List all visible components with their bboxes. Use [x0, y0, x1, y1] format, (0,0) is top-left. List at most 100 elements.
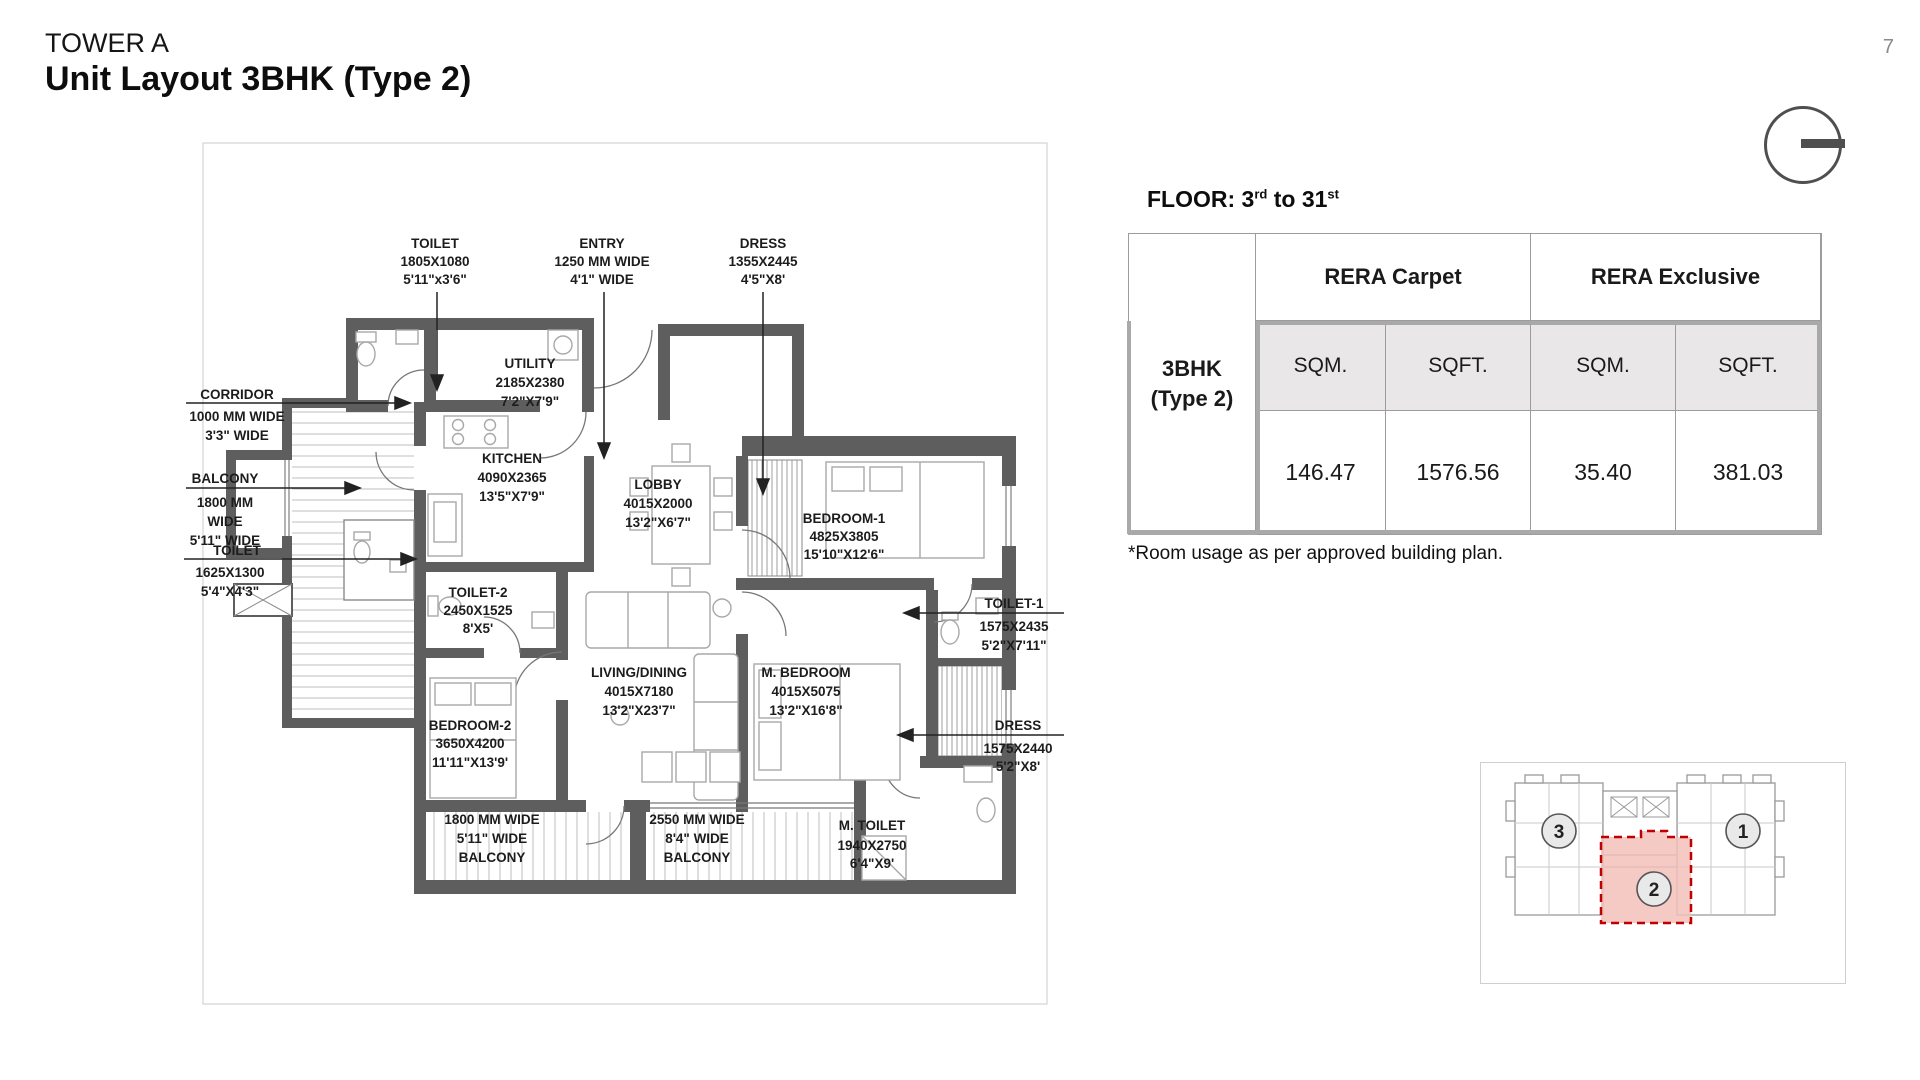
room-label-balcony-bottom-left: 1800 MM WIDE 5'11" WIDE BALCONY — [444, 812, 539, 865]
unit-number: 2 — [1649, 880, 1660, 901]
room-label-living-dining: LIVING/DINING 4015X7180 13'2"X23'7" — [591, 665, 687, 718]
room-name: M. TOILET — [839, 818, 906, 833]
wardrobe-hatch — [747, 459, 1003, 757]
table-subheader-sqm-exclusive: SQM. — [1531, 321, 1676, 411]
room-dim-ft: 13'5"X7'9" — [479, 489, 545, 504]
room-name: BALCONY — [459, 850, 526, 865]
room-label-lobby: LOBBY 4015X2000 13'2"X6'7" — [623, 477, 692, 530]
room-dim-ft: 3'3" WIDE — [205, 428, 269, 443]
service-shaft — [233, 583, 293, 617]
room-label-entry: ENTRY 1250 MM WIDE 4'1" WIDE — [554, 236, 649, 287]
unit-number: 3 — [1554, 822, 1565, 843]
room-label-dress-top: DRESS 1355X2445 4'5"X8' — [728, 236, 798, 287]
room-dim-mm: 1575X2435 — [979, 619, 1049, 634]
page-number: 7 — [1882, 36, 1894, 58]
floor-mid: to 31 — [1267, 186, 1328, 212]
compass-icon — [1764, 106, 1845, 184]
floor-sup-rd: rd — [1254, 186, 1268, 202]
room-dim-ft: 11'11"X13'9' — [432, 755, 508, 770]
footnote: *Room usage as per approved building pla… — [1128, 543, 1503, 564]
room-dim-ft: 8'4" WIDE — [665, 831, 729, 846]
room-label-toilet-1: TOILET-1 1575X2435 5'2"X7'11" — [979, 596, 1049, 653]
room-dim-mm: 4015X7180 — [604, 684, 673, 699]
table-header-rera-exclusive: RERA Exclusive — [1531, 234, 1821, 321]
room-dim-mm: 2450X1525 — [443, 603, 513, 618]
key-plan-drawing: 3 1 2 — [1505, 774, 1785, 925]
room-dim-mm: 2185X2380 — [495, 375, 564, 390]
floor-plan: TOILET 1805X1080 5'11"x3'6" ENTRY 1250 M… — [184, 142, 1064, 1005]
table-subheader-sqft-carpet: SQFT. — [1386, 321, 1531, 411]
room-dim-ft: 4'1" WIDE — [570, 272, 634, 287]
room-dim-mm: 1355X2445 — [728, 254, 798, 269]
room-dim-ft: 5'11" WIDE — [190, 533, 260, 548]
room-dim-ft: 7'2"X7'9" — [501, 394, 559, 409]
room-label-utility: UTILITY 2185X2380 7'2"X7'9" — [495, 356, 564, 409]
room-dim-ft: 5'4"X4'3" — [201, 584, 259, 599]
room-dim-ft: 13'2"X6'7" — [625, 515, 691, 530]
room-dim-ft: 5'11"x3'6" — [403, 272, 467, 287]
room-label-toilet-top: TOILET 1805X1080 5'11"x3'6" — [400, 236, 469, 287]
stair-core — [1610, 796, 1670, 818]
room-dim-mm: 1940X2750 — [837, 838, 906, 853]
room-name: M. BEDROOM — [761, 665, 850, 680]
unit-circle-1: 1 — [1725, 813, 1761, 849]
room-dim-ft: 5'2"X8' — [996, 759, 1040, 774]
table-value-sqft-carpet: 1576.56 — [1386, 411, 1531, 534]
walls — [226, 318, 1016, 894]
room-label-toilet-left: TOILET 1625X1300 5'4"X4'3" — [195, 543, 264, 599]
room-dim-mm: 4825X3805 — [809, 529, 879, 544]
room-dim-mm: 4015X2000 — [623, 496, 692, 511]
room-dim-mm2: WIDE — [207, 514, 242, 529]
room-label-toilet-2: TOILET-2 2450X1525 8'X5' — [443, 585, 513, 636]
room-dim-mm: 3650X4200 — [435, 736, 504, 751]
callout-arrows — [184, 292, 1064, 743]
room-label-kitchen: KITCHEN 4090X2365 13'5"X7'9" — [477, 451, 547, 504]
room-dim-ft: 5'2"X7'11" — [981, 638, 1046, 653]
room-dim-ft: 15'10"X12'6" — [804, 547, 885, 562]
room-name: KITCHEN — [482, 451, 542, 466]
compass-bar — [1801, 139, 1845, 148]
room-name: LIVING/DINING — [591, 665, 687, 680]
room-label-balcony-bottom-right: 2550 MM WIDE 8'4" WIDE BALCONY — [649, 812, 744, 865]
table-header-rera-carpet: RERA Carpet — [1256, 234, 1531, 321]
window-openings — [282, 460, 1016, 744]
unit-circle-3: 3 — [1541, 813, 1577, 849]
room-name: UTILITY — [505, 356, 556, 371]
room-dim-ft: 13'2"X16'8" — [769, 703, 842, 718]
sliding-door — [650, 802, 854, 809]
furniture — [343, 329, 999, 881]
plan-panel-border — [202, 142, 1048, 1005]
floor-range-heading: FLOOR: 3rd to 31st — [1147, 186, 1339, 213]
room-label-bedroom-1: BEDROOM-1 4825X3805 15'10"X12'6" — [803, 511, 886, 562]
room-dim-mm: 1250 MM WIDE — [554, 254, 649, 269]
unit-number: 1 — [1738, 822, 1749, 843]
key-plan: 3 1 2 — [1480, 762, 1846, 984]
table-subheader-sqft-exclusive: SQFT. — [1676, 321, 1821, 411]
room-dim-mm: 1000 MM WIDE — [189, 409, 284, 424]
table-value-sqm-exclusive: 35.40 — [1531, 411, 1676, 534]
room-label-dress-right: DRESS 1575X2440 5'2"X8' — [983, 718, 1052, 774]
page-title: Unit Layout 3BHK (Type 2) — [45, 60, 472, 98]
table-subheader-sqm-carpet: SQM. — [1256, 321, 1386, 411]
room-label-bedroom-2: BEDROOM-2 3650X4200 11'11"X13'9' — [429, 718, 512, 770]
area-table: 3BHK (Type 2) RERA Carpet RERA Exclusive… — [1127, 233, 1822, 535]
room-label-m-bedroom: M. BEDROOM 4015X5075 13'2"X16'8" — [761, 665, 850, 718]
room-dim-mm: 1625X1300 — [195, 565, 264, 580]
room-dim-ft: 13'2"X23'7" — [602, 703, 675, 718]
room-label-corridor: CORRIDOR 1000 MM WIDE 3'3" WIDE — [189, 387, 284, 443]
floor-prefix: FLOOR: 3 — [1147, 186, 1255, 212]
floor-sup-st: st — [1327, 186, 1339, 202]
table-value-sqft-exclusive: 381.03 — [1676, 411, 1821, 534]
table-value-sqm-carpet: 146.47 — [1256, 411, 1386, 534]
room-dim-mm: 1805X1080 — [400, 254, 469, 269]
room-label-m-toilet: M. TOILET 1940X2750 6'4"X9' — [837, 818, 906, 871]
unit-circle-2: 2 — [1636, 871, 1672, 907]
door-arcs — [375, 329, 973, 845]
room-dim-mm: 4090X2365 — [477, 470, 547, 485]
room-name: BALCONY — [192, 471, 259, 486]
room-name: BEDROOM-2 — [429, 718, 512, 733]
room-name: TOILET-2 — [448, 585, 507, 600]
room-label-balcony-left: BALCONY 1800 MM WIDE 5'11" WIDE — [190, 471, 260, 548]
room-name: DRESS — [740, 236, 787, 251]
